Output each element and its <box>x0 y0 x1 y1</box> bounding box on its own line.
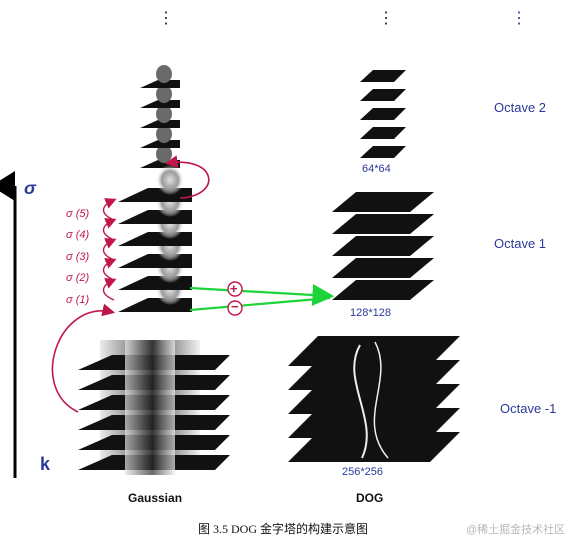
sigma-5-label: σ (5) <box>66 208 90 220</box>
downsample-arc-upper <box>164 155 210 199</box>
minus-op-circle <box>227 300 243 316</box>
ellipsis-octave: ⋮ <box>511 10 527 27</box>
octave1-gaussian-stack <box>118 165 192 312</box>
octave-minus1-label: Octave -1 <box>500 401 557 416</box>
sigma-3-label: σ (3) <box>66 251 90 263</box>
dog-column-title: DOG <box>356 491 384 505</box>
size-64-label: 64*64 <box>362 163 391 175</box>
downsample-arc-lower <box>51 303 116 413</box>
figure-caption: 图 3.5 DOG 金字塔的构建示意图 <box>198 522 368 536</box>
k-axis-label: k <box>40 454 51 474</box>
sigma-1-label: σ (1) <box>66 294 90 306</box>
size-256-label: 256*256 <box>342 466 383 478</box>
sigma-2-label: σ (2) <box>66 272 90 284</box>
plus-op: + <box>230 281 238 296</box>
octave-minus1-gaussian-stack <box>78 340 230 475</box>
gaussian-column-title: Gaussian <box>128 491 183 505</box>
ellipsis-dog: ⋮ <box>378 10 394 27</box>
watermark: @稀土掘金技术社区 <box>466 524 566 536</box>
ellipsis-gaussian: ⋮ <box>158 10 174 27</box>
sigma-axis-label: σ <box>24 178 36 198</box>
octave-2-label: Octave 2 <box>494 100 547 115</box>
octave2-dog-stack <box>360 70 406 158</box>
minus-op: − <box>231 299 239 314</box>
difference-arrows <box>189 284 335 312</box>
octave2-gaussian-stack <box>140 65 180 168</box>
plus-op-circle <box>227 281 243 297</box>
size-128-label: 128*128 <box>350 307 391 319</box>
octave1-dog-stack <box>332 192 434 300</box>
sigma-4-label: σ (4) <box>66 229 90 241</box>
octave-1-label: Octave 1 <box>494 236 547 251</box>
sigma-step-arcs <box>102 198 117 301</box>
octave-minus1-dog-stack <box>288 336 460 462</box>
